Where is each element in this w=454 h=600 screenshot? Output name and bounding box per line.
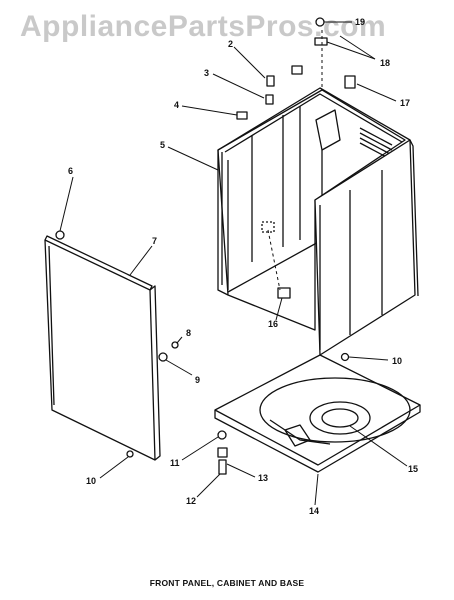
callout-6: 6 <box>68 166 73 176</box>
figure-caption: FRONT PANEL, CABINET AND BASE <box>149 578 305 588</box>
cabinet-shell <box>217 87 411 331</box>
callout-16: 16 <box>268 319 278 329</box>
leader-lines <box>59 21 408 506</box>
callout-17: 17 <box>400 98 410 108</box>
callout-18: 18 <box>380 58 390 68</box>
callout-13: 13 <box>258 473 268 483</box>
fasteners <box>55 17 356 475</box>
callout-12: 12 <box>186 496 196 506</box>
callout-4: 4 <box>174 100 179 110</box>
callout-15: 15 <box>408 464 418 474</box>
callout-14: 14 <box>309 506 319 516</box>
callout-10-right: 10 <box>392 356 402 366</box>
callout-5: 5 <box>160 140 165 150</box>
callout-9: 9 <box>195 375 200 385</box>
callout-7: 7 <box>152 236 157 246</box>
callout-19: 19 <box>355 17 365 27</box>
callout-11: 11 <box>170 458 180 468</box>
base-tray <box>214 354 421 473</box>
callout-8: 8 <box>186 328 191 338</box>
callout-10-left: 10 <box>86 476 96 486</box>
right-side-panel <box>314 139 419 356</box>
front-panel <box>44 235 161 461</box>
assembly-lines <box>267 30 323 291</box>
callout-2: 2 <box>228 39 233 49</box>
callout-3: 3 <box>204 68 209 78</box>
